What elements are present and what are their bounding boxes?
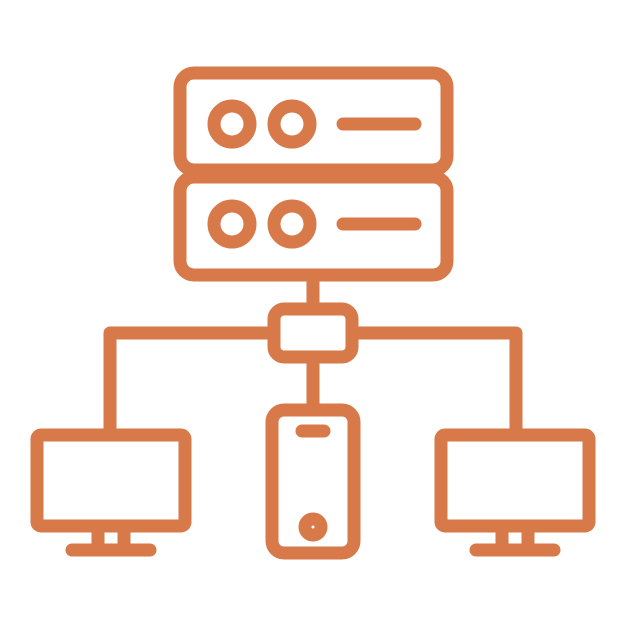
left-branch-line — [103, 326, 281, 442]
smartphone-icon — [265, 403, 361, 560]
right-branch-line — [345, 326, 523, 442]
monitor-right-icon — [434, 428, 596, 557]
network-hub-icon — [267, 302, 359, 364]
server-unit-top-icon — [173, 66, 454, 177]
server-unit-bottom-icon — [173, 170, 454, 282]
monitor-left-icon — [30, 428, 192, 557]
